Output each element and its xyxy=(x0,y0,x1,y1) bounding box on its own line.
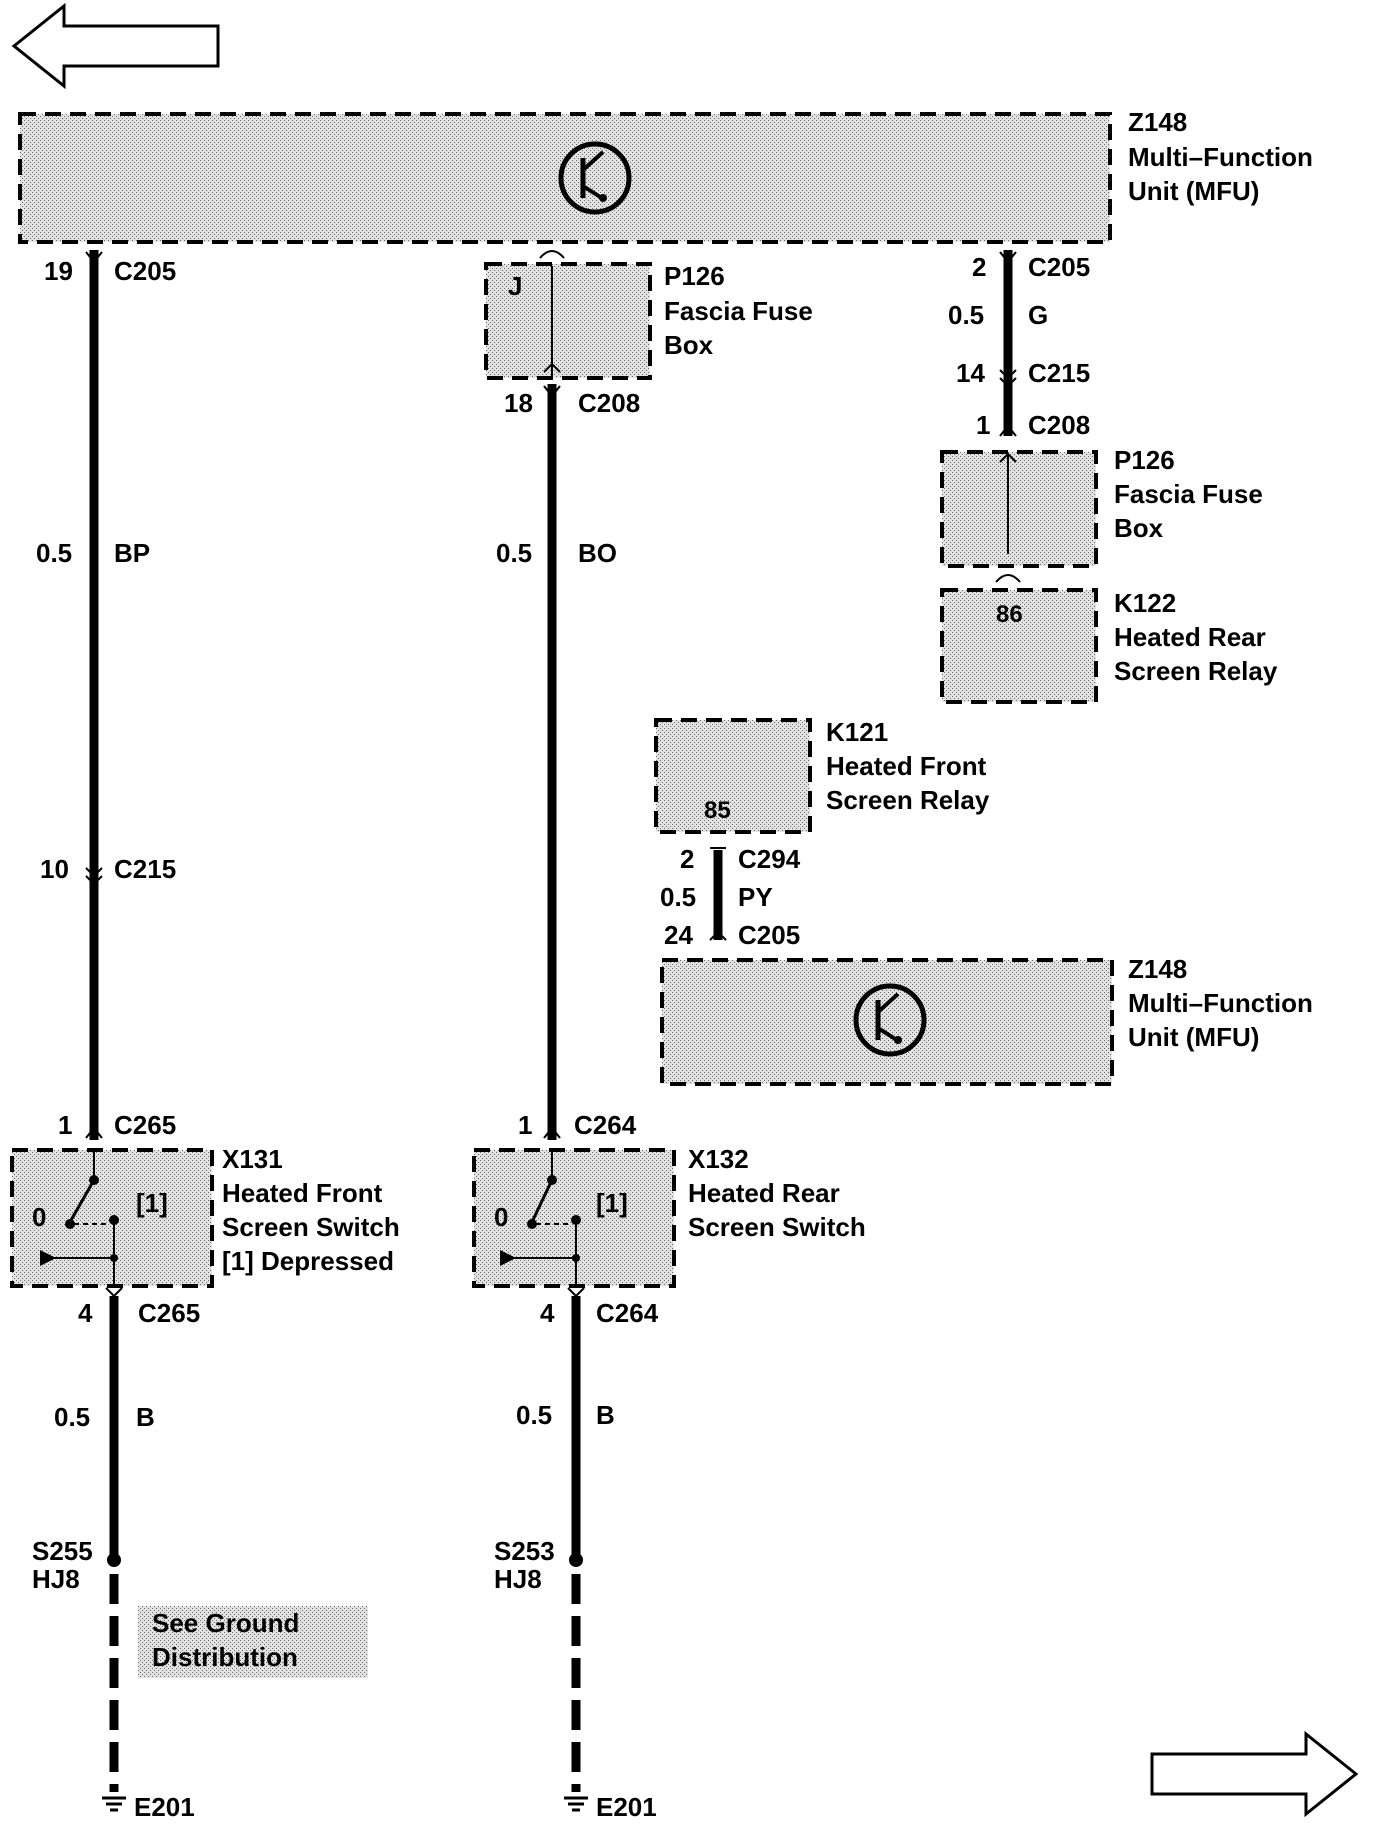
ground-rear-conn: C264 xyxy=(596,1298,659,1328)
mfu-bottom-label-2: Unit (MFU) xyxy=(1128,1022,1259,1052)
ground-rear-ground: E201 xyxy=(596,1792,657,1822)
ground-icon xyxy=(564,1796,588,1812)
note-line-2: Distribution xyxy=(152,1642,298,1672)
wire-bo-size: 0.5 xyxy=(496,538,532,568)
wire-bo-color: BO xyxy=(578,538,617,568)
wire-g-mid-pin: 14 xyxy=(956,358,985,388)
ground-front-color: B xyxy=(136,1402,155,1432)
relay-front-box xyxy=(654,718,812,834)
ground-icon xyxy=(102,1796,126,1812)
wire-bp-bottom-pin: 1 xyxy=(58,1110,72,1140)
mfu-top-box xyxy=(18,112,1112,244)
wire-bp-mid-conn: C215 xyxy=(114,854,176,884)
wire-bp-bottom-conn: C265 xyxy=(114,1110,176,1140)
wire-py-size: 0.5 xyxy=(660,882,696,912)
ground-rear-splice-sub: HJ8 xyxy=(494,1564,542,1594)
relay-rear-label-1: Heated Rear xyxy=(1114,622,1266,652)
fusebox-mid-id: P126 xyxy=(664,261,725,291)
wire-g-bottom-pin: 1 xyxy=(976,410,990,440)
switch-front-pos1: [1] xyxy=(136,1188,168,1218)
ground-rear-color: B xyxy=(596,1400,615,1430)
fusebox-mid-label-2: Box xyxy=(664,330,714,360)
switch-rear-id: X132 xyxy=(688,1144,749,1174)
switch-rear-pos1: [1] xyxy=(596,1188,628,1218)
see-ground-distribution-link[interactable]: See Ground Distribution xyxy=(138,1606,368,1678)
fusebox-right-label-1: Fascia Fuse xyxy=(1114,479,1263,509)
ground-front-splice: S255 xyxy=(32,1536,93,1566)
switch-rear-label-2: Screen Switch xyxy=(688,1212,866,1242)
wire-g-color: G xyxy=(1028,300,1048,330)
ground-front-conn: C265 xyxy=(138,1298,200,1328)
left-arrow-icon[interactable] xyxy=(11,2,220,90)
wire-bp xyxy=(85,250,103,1140)
ground-front-ground: E201 xyxy=(134,1792,195,1822)
switch-front-id: X131 xyxy=(222,1144,283,1174)
wire-bo-bottom-pin: 1 xyxy=(518,1110,532,1140)
wire-bp-mid-pin: 10 xyxy=(40,854,69,884)
wire-py-color: PY xyxy=(738,882,773,912)
wire-bp-top-conn: C205 xyxy=(114,256,176,286)
mfu-top-id: Z148 xyxy=(1128,107,1187,137)
transistor-icon xyxy=(853,983,927,1057)
relay-front-label-1: Heated Front xyxy=(826,751,987,781)
ground-front-size: 0.5 xyxy=(54,1402,90,1432)
switch-front-pos0: 0 xyxy=(32,1202,46,1232)
switch-front-box xyxy=(10,1148,214,1288)
wire-g xyxy=(999,250,1017,437)
wire-g-top-conn: C205 xyxy=(1028,252,1090,282)
wire-py-top-pin: 2 xyxy=(680,844,694,874)
wire-py-top-conn: C294 xyxy=(738,844,801,874)
right-arrow-icon[interactable] xyxy=(1150,1730,1359,1818)
wire-py-bottom-conn: C205 xyxy=(738,920,800,950)
relay-rear-id: K122 xyxy=(1114,588,1176,618)
relay-front-pin: 85 xyxy=(704,797,731,824)
wire-g-size: 0.5 xyxy=(948,300,984,330)
mfu-bottom-box xyxy=(660,958,1114,1086)
fusebox-right-label-2: Box xyxy=(1114,513,1164,543)
mfu-top-label-2: Unit (MFU) xyxy=(1128,176,1259,206)
relay-front-id: K121 xyxy=(826,717,888,747)
wire-bp-top-pin: 19 xyxy=(44,256,73,286)
wire-bo-top-pin: 18 xyxy=(504,388,533,418)
fusebox-mid-label-1: Fascia Fuse xyxy=(664,296,813,326)
wire-py xyxy=(709,847,727,941)
wire-bo-bottom-conn: C264 xyxy=(574,1110,637,1140)
switch-rear-label-1: Heated Rear xyxy=(688,1178,840,1208)
wire-g-mid-conn: C215 xyxy=(1028,358,1090,388)
ground-rear-splice: S253 xyxy=(494,1536,555,1566)
mfu-top-label-1: Multi–Function xyxy=(1128,142,1313,172)
fusebox-right-id: P126 xyxy=(1114,445,1175,475)
switch-front-label-1: Heated Front xyxy=(222,1178,383,1208)
ground-front-pin: 4 xyxy=(78,1298,93,1328)
wire-g-bottom-conn: C208 xyxy=(1028,410,1090,440)
wire-py-bottom-pin: 24 xyxy=(664,920,693,950)
wire-g-top-pin: 2 xyxy=(972,252,986,282)
relay-rear-pin: 86 xyxy=(996,601,1023,628)
wire-bp-color: BP xyxy=(114,538,150,568)
fusebox-mid-box xyxy=(484,250,652,380)
ground-rear-size: 0.5 xyxy=(516,1400,552,1430)
wire-bo-top-conn: C208 xyxy=(578,388,640,418)
fusebox-right-box xyxy=(940,450,1098,583)
switch-rear-pos0: 0 xyxy=(494,1202,508,1232)
wire-bo xyxy=(543,384,561,1140)
switch-rear-box xyxy=(472,1148,676,1288)
transistor-icon xyxy=(558,141,632,215)
mfu-bottom-id: Z148 xyxy=(1128,954,1187,984)
fusebox-mid-pin: J xyxy=(508,271,522,301)
ground-rear-pin: 4 xyxy=(540,1298,555,1328)
ground-wire-rear xyxy=(567,1287,585,1792)
ground-front-splice-sub: HJ8 xyxy=(32,1564,80,1594)
wire-bp-size: 0.5 xyxy=(36,538,72,568)
note-line-1: See Ground xyxy=(152,1608,299,1638)
mfu-bottom-label-1: Multi–Function xyxy=(1128,988,1313,1018)
switch-front-label-3: [1] Depressed xyxy=(222,1246,394,1276)
switch-front-label-2: Screen Switch xyxy=(222,1212,400,1242)
relay-front-label-2: Screen Relay xyxy=(826,785,990,815)
relay-rear-box xyxy=(940,588,1098,704)
relay-rear-label-2: Screen Relay xyxy=(1114,656,1278,686)
ground-wire-front xyxy=(105,1287,123,1792)
